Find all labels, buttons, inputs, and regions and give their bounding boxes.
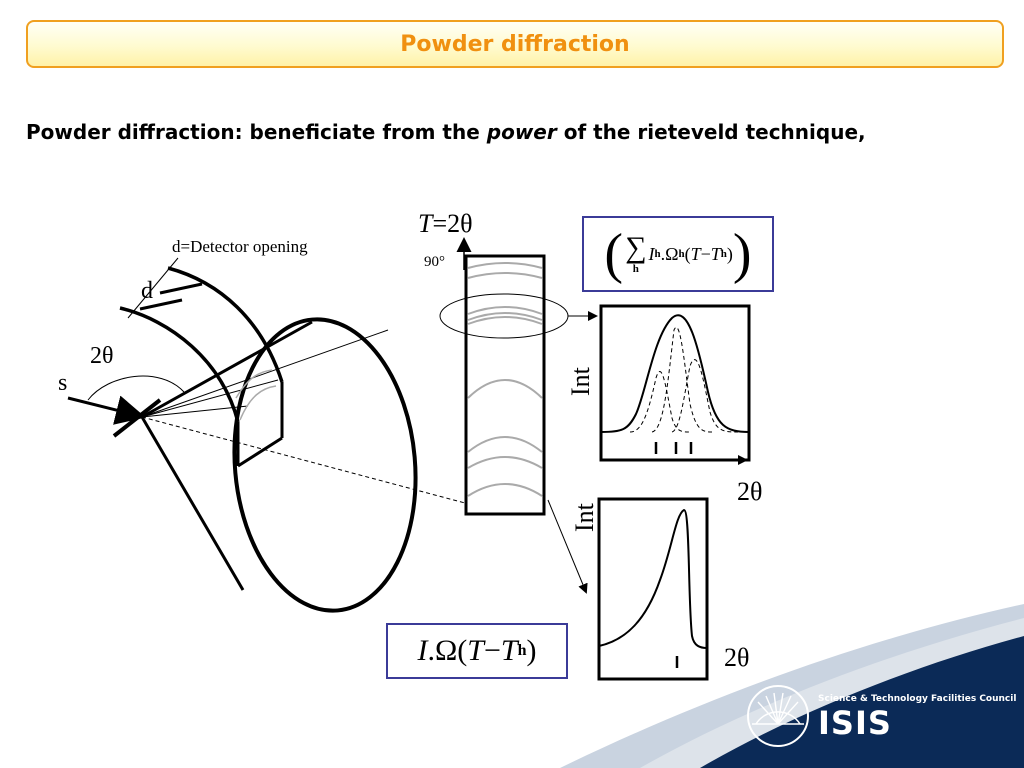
eq-sum-close: ) [726, 243, 733, 264]
detector-arc [119, 266, 284, 468]
cone-two-theta-label: 2θ [90, 343, 114, 369]
plot-top-envelope [600, 314, 750, 433]
cone-top-edge [141, 320, 313, 419]
subtitle-suffix: of the rieteveld technique, [556, 120, 866, 144]
isis-name: ISIS [818, 704, 892, 742]
title-bar: Powder diffraction [26, 20, 1004, 68]
detector-strip [439, 237, 598, 594]
sample-bar [112, 398, 162, 438]
plot-bottom-frame [597, 497, 709, 681]
subtitle: Powder diffraction: beneficiate from the… [26, 120, 1006, 144]
eq-sum-sub-1: h [654, 248, 661, 260]
cone-ray-2 [141, 379, 279, 418]
plot-top-peak-3 [671, 359, 739, 433]
plot-bottom-ylabel: Int [570, 502, 599, 532]
subtitle-emphasis: power [486, 120, 557, 144]
eq-single-T2: T [500, 634, 518, 667]
two-theta-arc [87, 375, 185, 401]
sum-operator: ∑ h [625, 231, 647, 276]
diffraction-cone [140, 317, 511, 613]
strip-t-label: T=2θ [418, 209, 473, 238]
eq-sum-omega: .Ω [660, 243, 679, 264]
isis-logo-icon [747, 685, 809, 747]
ring-to-single-plot-arrow [547, 499, 588, 594]
cone-base-ellipse [232, 317, 418, 613]
eq-single-sub: h [517, 642, 527, 659]
eq-single-I: I [417, 634, 428, 667]
eq-sum-sub-3: h [720, 248, 727, 260]
eq-single-T: T [467, 634, 484, 667]
eq-sum-open-paren: ( [604, 223, 624, 285]
sum-index: h [632, 263, 639, 275]
council-name: Science & Technology Facilities Council [818, 694, 1017, 704]
plot-bottom-peak [598, 508, 708, 649]
strip-angle-label: 90° [424, 254, 445, 270]
eq-sum-T: T [690, 243, 701, 264]
plot-top-xlabel: 2θ [737, 477, 762, 506]
eq-single-minus: − [483, 634, 501, 667]
page-title: Powder diffraction [400, 31, 630, 57]
subtitle-prefix: Powder diffraction: beneficiate from the [26, 120, 487, 144]
plot-bottom [597, 497, 709, 681]
plot-top-peak-1 [629, 371, 691, 433]
eq-sum-close-paren: ) [732, 223, 752, 285]
detector-opening-label: d=Detector opening [172, 237, 308, 256]
detector-opening-leader [127, 257, 179, 319]
plot-top-peak-2 [651, 327, 713, 433]
eq-sum-minus: − [700, 243, 711, 264]
incident-beam-arrow [67, 395, 146, 425]
cone-axis-dashed [141, 416, 511, 516]
swoosh-navy [700, 636, 1024, 768]
eq-single-omega: .Ω( [427, 634, 468, 667]
eq-single-close: ) [526, 634, 537, 667]
plot-top-frame [599, 304, 751, 462]
strip-rings [467, 262, 543, 497]
plot-top-ylabel: Int [566, 366, 595, 396]
eq-sum-sub-2: h [678, 248, 685, 260]
d-label: d [141, 278, 153, 304]
eq-sum-open: ( [684, 243, 691, 264]
plot-top [599, 304, 751, 465]
branding: Science & Technology Facilities Council … [818, 694, 1016, 742]
eq-sum-I: I [648, 243, 655, 264]
sum-sigma: ∑ [625, 231, 647, 264]
cone-ray-3 [141, 405, 249, 418]
strip-frame [464, 254, 546, 516]
cone-bottom-edge [140, 416, 245, 591]
eq-sum-T2: T [710, 243, 721, 264]
s-label: s [58, 370, 67, 396]
plot-bottom-xlabel: 2θ [724, 643, 749, 672]
cone-ray-1 [141, 329, 389, 418]
